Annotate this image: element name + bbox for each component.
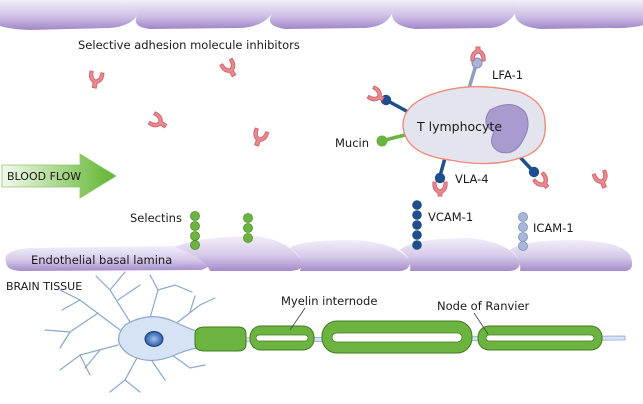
icam1 xyxy=(518,212,528,251)
myelin-segment xyxy=(321,320,473,354)
inhibitor-icon xyxy=(532,171,550,190)
icam1-label: ICAM-1 xyxy=(533,221,574,235)
selectins-label: Selectins xyxy=(130,211,182,225)
inhibitor-icon xyxy=(591,169,608,189)
lfa1-label: LFA-1 xyxy=(492,68,523,82)
vcam1 xyxy=(412,200,422,250)
inhibitors-label: Selective adhesion molecule inhibitors xyxy=(78,38,300,52)
neuron-nucleus xyxy=(144,331,164,347)
mucin-receptor xyxy=(376,135,388,147)
myelin-segment xyxy=(194,326,247,352)
vla4-label: VLA-4 xyxy=(455,172,489,186)
basal-lamina-label: Endothelial basal lamina xyxy=(31,253,172,267)
vla4-receptor xyxy=(528,166,540,178)
selectins xyxy=(190,211,253,250)
axon xyxy=(194,320,626,354)
inhibitor-icon xyxy=(366,85,385,102)
inhibitor-icon xyxy=(219,57,237,78)
myelin-label: Myelin internode xyxy=(281,294,377,308)
inhibitor-icon xyxy=(88,70,105,89)
blood-flow-label: BLOOD FLOW xyxy=(7,170,81,183)
ranvier-label: Node of Ranvier xyxy=(437,299,530,313)
t-lymphocyte-nucleus xyxy=(485,104,529,154)
neuron-soma xyxy=(118,316,211,362)
inhibitor-icon xyxy=(147,111,168,129)
vcam1-label: VCAM-1 xyxy=(428,210,473,224)
inhibitor-icon xyxy=(253,127,270,147)
neuron xyxy=(44,271,216,393)
myelin-segment xyxy=(249,325,315,351)
t-lymphocyte xyxy=(366,46,550,197)
inhibitor-icon xyxy=(470,46,486,62)
ranvier-leader-line xyxy=(473,312,489,335)
top-endothelium xyxy=(0,0,643,30)
inhibitor-icon xyxy=(432,181,448,197)
myelin-segment xyxy=(477,325,603,351)
mucin-label: Mucin xyxy=(335,136,369,150)
inhibitor-molecules xyxy=(88,57,608,189)
blood-flow-arrow xyxy=(1,153,117,199)
t-lymphocyte-label: T lymphocyte xyxy=(416,119,502,134)
brain-tissue-label: BRAIN TISSUE xyxy=(6,280,82,293)
bottom-endothelium xyxy=(5,236,633,271)
vla4-receptor xyxy=(434,172,446,184)
myelin-leader-line xyxy=(289,307,306,331)
